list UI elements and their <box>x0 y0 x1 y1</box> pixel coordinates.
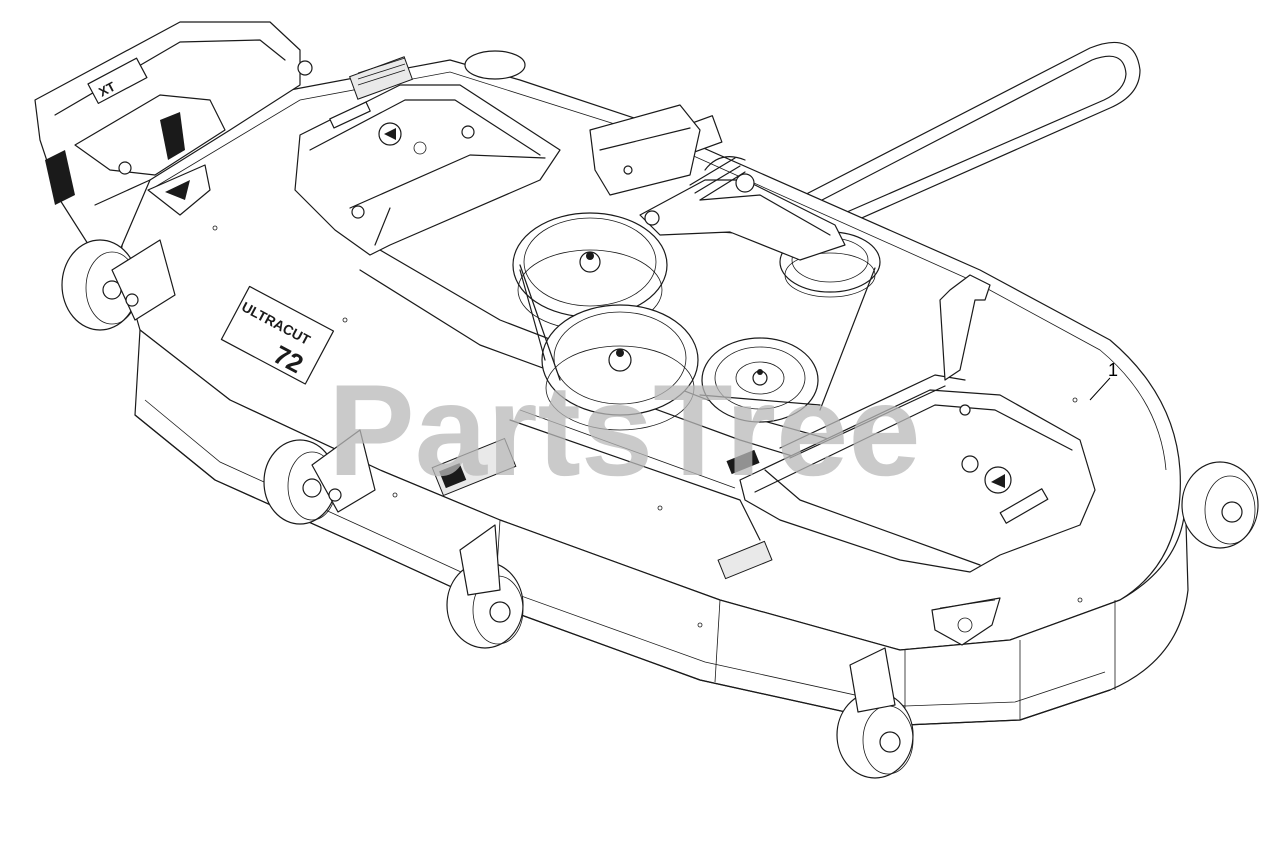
pulley-right-idler <box>701 337 819 423</box>
callout-1-label: 1 <box>1108 360 1118 380</box>
gauge-wheel-right <box>1181 461 1259 549</box>
ultracut-badge: ULTRACUT 72 <box>220 285 335 385</box>
brand-logo-text: XT <box>96 79 118 100</box>
gauge-wheel-mid-left <box>263 429 376 525</box>
warning-decal-left <box>431 437 517 497</box>
gauge-wheel-rear-left <box>61 239 176 331</box>
watermark-text: PartsTree <box>328 357 921 503</box>
drive-belt <box>784 41 1141 233</box>
callout-1: 1 <box>1089 360 1118 401</box>
left-hood-assembly: XT <box>34 21 313 256</box>
warning-decal-center <box>717 540 773 580</box>
skirt-fasteners <box>212 225 1083 628</box>
idler-arm-assembly <box>589 104 846 261</box>
belt-cover-left <box>294 56 561 256</box>
hood-warning-decal <box>147 164 211 216</box>
belt-cover-right <box>739 274 1096 573</box>
front-logo-decal <box>931 597 1001 646</box>
gauge-wheel-front-right <box>836 647 914 779</box>
warning-decal-belt <box>726 449 760 475</box>
pulley-center <box>541 304 699 431</box>
gauge-wheel-rear-top <box>464 50 526 80</box>
gauge-wheel-front-left <box>446 524 524 649</box>
